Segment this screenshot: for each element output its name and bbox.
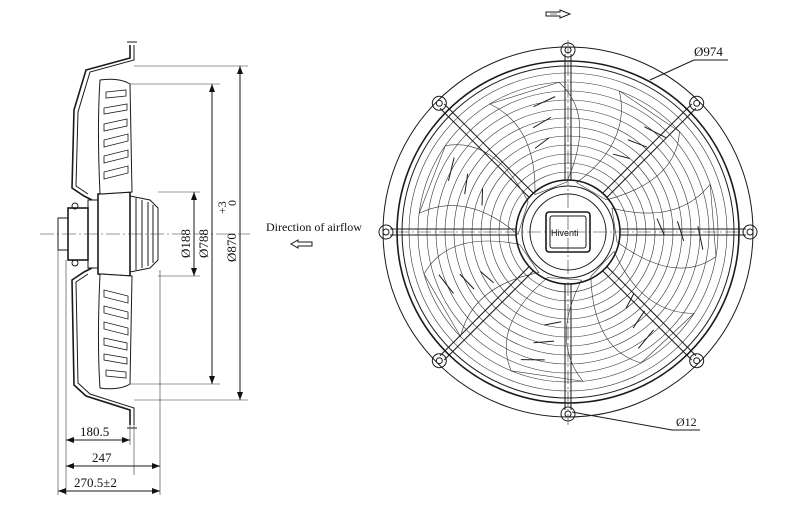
blade-slot bbox=[677, 221, 685, 242]
mounting-lug bbox=[378, 224, 394, 240]
mounting-hole bbox=[435, 357, 443, 365]
mounting-hole bbox=[435, 99, 443, 107]
blade-slot bbox=[533, 96, 556, 108]
blade bbox=[576, 90, 680, 201]
dim-hole-leader bbox=[571, 411, 673, 431]
mounting-lug bbox=[689, 95, 705, 111]
guard-struts bbox=[390, 54, 746, 410]
airflow-label: Direction of airflow bbox=[266, 220, 362, 234]
top-direction-arrow-icon bbox=[545, 9, 572, 19]
mounting-hole bbox=[746, 228, 754, 236]
blade-slot bbox=[532, 116, 552, 129]
strut bbox=[602, 270, 693, 361]
brand-label: Hiventi bbox=[551, 228, 579, 238]
blade-slot bbox=[697, 226, 704, 250]
strut bbox=[602, 103, 693, 194]
strut bbox=[443, 103, 534, 194]
strut bbox=[606, 107, 697, 198]
blade bbox=[505, 277, 584, 382]
dim-length-mid: 247 bbox=[92, 450, 112, 465]
blade bbox=[423, 240, 540, 338]
dim-hole-diameter: Ø12 bbox=[676, 415, 697, 429]
dim-tolerance-lower: 0 bbox=[225, 200, 239, 206]
airflow-arrow-icon bbox=[289, 239, 313, 249]
blade bbox=[590, 250, 695, 364]
blade bbox=[488, 81, 581, 195]
blade-slot bbox=[637, 329, 654, 349]
blade-slot bbox=[544, 321, 562, 326]
dim-outer-diameter: Ø974 bbox=[694, 44, 723, 59]
blade bbox=[418, 144, 529, 236]
horizontal-dimensions bbox=[57, 250, 161, 495]
blade-slot bbox=[625, 292, 635, 309]
blade-slot bbox=[447, 157, 455, 182]
blade-slot bbox=[438, 274, 454, 294]
strut bbox=[439, 107, 530, 198]
mounting-lug bbox=[431, 95, 447, 111]
mounting-hole bbox=[382, 228, 390, 236]
blade-slot bbox=[632, 310, 646, 329]
blade-slot bbox=[533, 340, 555, 344]
airflow-indicator: Direction of airflow bbox=[266, 220, 362, 249]
mounting-lug bbox=[689, 353, 705, 369]
mounting-hole bbox=[693, 357, 701, 365]
fan-blades bbox=[418, 81, 717, 382]
mounting-lug bbox=[431, 353, 447, 369]
dim-tolerance-upper: +3 bbox=[215, 201, 229, 214]
side-view: Ø188 Ø788 Ø870 +3 0 180.5 247 270.5±2 bbox=[40, 41, 250, 495]
guard-frame-profile bbox=[71, 45, 131, 425]
blade-slot bbox=[481, 188, 484, 206]
blade-slot bbox=[612, 153, 630, 159]
blade-slots-lower bbox=[103, 289, 129, 379]
dim-length-total: 270.5±2 bbox=[74, 475, 117, 490]
blade-slot bbox=[534, 137, 550, 149]
dim-blade-diameter: Ø788 bbox=[196, 229, 211, 258]
blade-slot bbox=[464, 173, 469, 195]
dim-guard-diameter: Ø870 bbox=[224, 233, 239, 262]
mounting-hole bbox=[693, 99, 701, 107]
dim-length-short: 180.5 bbox=[80, 424, 109, 439]
strut bbox=[439, 266, 530, 357]
vertical-dimensions bbox=[130, 65, 248, 401]
strut bbox=[606, 266, 697, 357]
blade-slots-upper bbox=[103, 89, 129, 180]
mounting-lug bbox=[742, 224, 758, 240]
dim-outer-leader bbox=[649, 59, 695, 81]
blade-slot bbox=[627, 139, 648, 148]
blade-slot bbox=[644, 126, 667, 138]
strut bbox=[443, 270, 534, 361]
blade bbox=[611, 183, 717, 269]
front-view: Hiventi Ø974 Ø12 bbox=[378, 40, 758, 431]
blade-slot bbox=[459, 273, 475, 290]
dim-hub-diameter: Ø188 bbox=[178, 229, 193, 258]
blade-slot bbox=[480, 271, 494, 284]
